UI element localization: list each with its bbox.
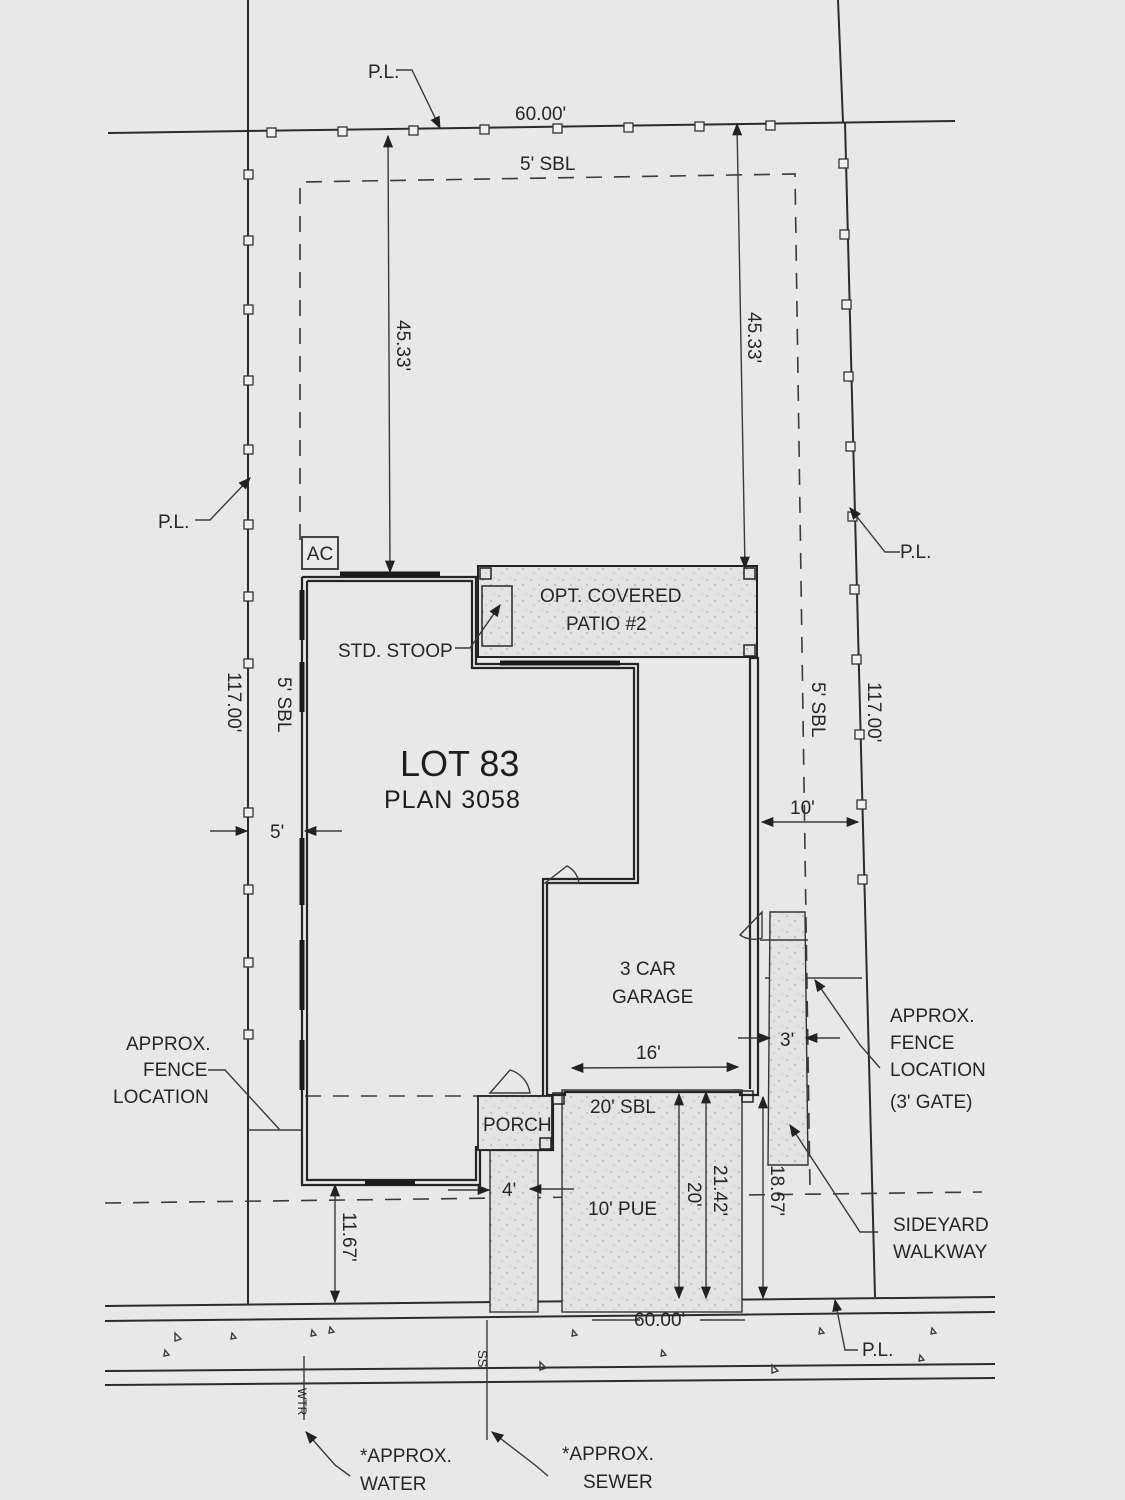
fence-right-line4: (3' GATE) — [890, 1092, 972, 1113]
lot-title: LOT 83 — [400, 743, 519, 784]
ac-unit: AC — [301, 536, 339, 570]
front-width-dimension: 60.00' — [634, 1310, 685, 1331]
pl-label-left: P.L. — [158, 512, 189, 533]
covered-patio — [477, 565, 758, 658]
fence-left-line2: FENCE — [143, 1060, 207, 1081]
patio-label-line1: OPT. COVERED — [540, 586, 681, 607]
street-line-1 — [104, 1363, 996, 1372]
labels: P.L. P.L. P.L. P.L. 60.00' 5' SBL 45.33'… — [113, 62, 989, 1495]
fence-left-line3: LOCATION — [113, 1087, 209, 1108]
sewer-label-line2: SEWER — [583, 1472, 653, 1493]
garage-label-line1: 3 CAR — [620, 959, 676, 980]
rear-setback-left-dimension: 45.33' — [392, 320, 413, 371]
garage-width-dimension: 16' — [636, 1043, 661, 1064]
street-line-2 — [104, 1377, 996, 1386]
porch-label: PORCH — [483, 1115, 552, 1136]
side-setback-left-label: 5' SBL — [273, 677, 294, 732]
gate-dimension: 3' — [780, 1030, 794, 1051]
walkway-1867-dimension: 18.67' — [766, 1165, 787, 1216]
driveway-20-dimension: 20' — [683, 1182, 704, 1207]
sideyard-line1: SIDEYARD — [893, 1215, 989, 1236]
sideyard-walkway — [767, 911, 809, 1166]
utility-lines — [303, 1320, 488, 1440]
driveway — [561, 1089, 743, 1313]
driveway-2142-dimension: 21.42' — [709, 1165, 730, 1216]
pue-line — [104, 1191, 983, 1204]
patio-label-line2: PATIO #2 — [566, 614, 647, 635]
water-label-line2: WATER — [360, 1474, 427, 1495]
front-setback-label: 20' SBL — [590, 1097, 656, 1118]
house-footprint — [299, 571, 760, 1187]
property-lines — [104, 0, 996, 1386]
dimension-lines — [210, 122, 860, 1321]
fence-right-line3: LOCATION — [890, 1060, 986, 1081]
porch-walkway — [489, 1149, 539, 1313]
ac-label: AC — [307, 544, 333, 565]
rear-setback-label: 5' SBL — [520, 154, 575, 175]
side-setback-right-label: 5' SBL — [807, 682, 828, 737]
fence-right-line2: FENCE — [890, 1033, 954, 1054]
depth-right-dimension: 117.00' — [863, 682, 884, 742]
water-tag: WTR — [295, 1388, 309, 1416]
rear-property-line — [107, 120, 956, 134]
front-setback-dimension: 11.67' — [338, 1212, 359, 1262]
porch-walk-dimension: 4' — [502, 1180, 516, 1201]
pl-label-front: P.L. — [862, 1340, 893, 1361]
curb-line — [104, 1311, 996, 1322]
side-left-dimension: 5' — [270, 822, 284, 843]
sewer-label-line1: *APPROX. — [562, 1444, 654, 1465]
right-property-line-top — [837, 0, 844, 123]
leader-lines — [195, 69, 900, 1477]
depth-left-dimension: 117.00' — [223, 672, 244, 732]
fence-left-line1: APPROX. — [126, 1034, 210, 1055]
door-swings — [488, 865, 763, 1094]
plan-number: PLAN 3058 — [384, 786, 521, 814]
pl-label-right: P.L. — [900, 542, 931, 563]
fence-right-line1: APPROX. — [890, 1006, 974, 1027]
pue-label: 10' PUE — [588, 1199, 657, 1220]
sewer-tag: SS — [475, 1350, 490, 1368]
side-right-dimension: 10' — [790, 798, 815, 819]
pl-label-top: P.L. — [368, 62, 399, 83]
water-label-line1: *APPROX. — [360, 1446, 452, 1467]
rear-setback-right-dimension: 45.33' — [743, 312, 764, 363]
front-property-line — [104, 1296, 996, 1307]
setback-envelope — [299, 173, 811, 1191]
right-property-line — [844, 121, 876, 1298]
rear-width-dimension: 60.00' — [515, 104, 566, 125]
stoop-label: STD. STOOP — [338, 641, 453, 662]
porch-area — [477, 1090, 754, 1151]
garage-label-line2: GARAGE — [612, 987, 693, 1008]
stoop — [481, 585, 513, 647]
street-markers — [163, 1325, 938, 1374]
sideyard-line2: WALKWAY — [893, 1242, 988, 1263]
